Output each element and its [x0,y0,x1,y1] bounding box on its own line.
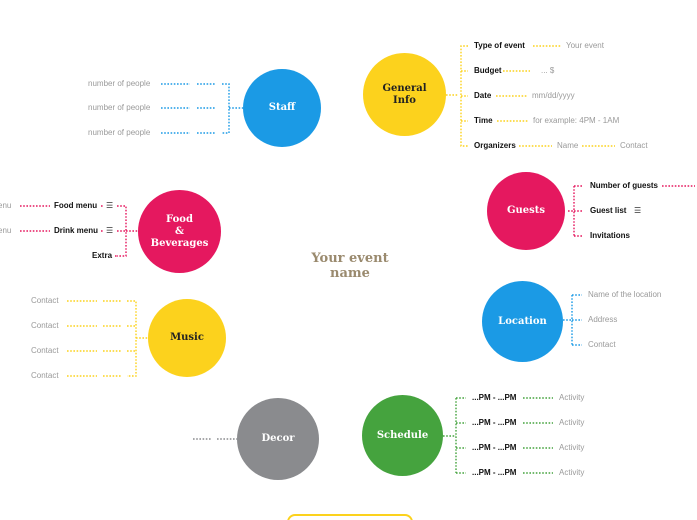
general-info-key-time[interactable]: Time [474,116,493,125]
food-menu-list-icon: ☰ [106,201,114,210]
schedule-time-4[interactable]: ...PM - ...PM [472,468,517,477]
general-info-value-time[interactable]: for example: 4PM - 1AM [533,116,620,125]
food-outer-label-2[interactable]: enu [0,226,12,235]
location-contact-label[interactable]: Contact [588,340,616,349]
decor-node[interactable]: Decor [237,398,319,480]
food-menu-label[interactable]: Food menu [54,201,98,210]
music-contact-4[interactable]: Contact [31,371,59,380]
music-node[interactable]: Music [148,299,226,377]
music-contact-1[interactable]: Contact [31,296,59,305]
guests-node[interactable]: Guests [487,172,565,250]
bottom-node-frame [287,514,413,520]
schedule-time-1[interactable]: ...PM - ...PM [472,393,517,402]
drink-menu-label[interactable]: Drink menu [54,226,99,235]
music-contact-2[interactable]: Contact [31,321,59,330]
event-title[interactable]: Your event name [311,251,389,281]
general-info-value-type[interactable]: Your event [566,41,604,50]
guests-invitations-label[interactable]: Invitations [590,231,631,240]
general-info-key-organizers[interactable]: Organizers [474,141,516,150]
location-node[interactable]: Location [482,281,563,362]
general-info-key-type[interactable]: Type of event [474,41,525,50]
schedule-activity-3[interactable]: Activity [559,443,585,452]
food-outer-label-1[interactable]: enu [0,201,12,210]
food-beverages-node[interactable]: Food & Beverages [138,190,221,273]
guest-list-icon: ☰ [634,206,642,215]
music-contact-3[interactable]: Contact [31,346,59,355]
staff-item-3[interactable]: number of people [88,128,151,137]
schedule-time-3[interactable]: ...PM - ...PM [472,443,517,452]
general-info-node[interactable]: General Info [363,53,446,136]
schedule-node[interactable]: Schedule [362,395,443,476]
general-info-value-organizer-name[interactable]: Name [557,141,579,150]
schedule-activity-4[interactable]: Activity [559,468,585,477]
general-info-value-budget[interactable]: ... $ [541,66,555,75]
location-name-label[interactable]: Name of the location [588,290,662,299]
staff-item-2[interactable]: number of people [88,103,151,112]
food-extra-label[interactable]: Extra [92,251,113,260]
general-info-value-date[interactable]: mm/dd/yyyy [532,91,575,100]
schedule-time-2[interactable]: ...PM - ...PM [472,418,517,427]
staff-item-1[interactable]: number of people [88,79,151,88]
general-info-key-budget[interactable]: Budget [474,66,502,75]
guests-list-label[interactable]: Guest list [590,206,627,215]
schedule-activity-1[interactable]: Activity [559,393,585,402]
general-info-key-date[interactable]: Date [474,91,492,100]
drink-menu-list-icon: ☰ [106,226,114,235]
staff-node[interactable]: Staff [243,69,321,147]
general-info-value-organizer-contact[interactable]: Contact [620,141,648,150]
schedule-activity-2[interactable]: Activity [559,418,585,427]
guests-number-label[interactable]: Number of guests [590,181,659,190]
location-address-label[interactable]: Address [588,315,618,324]
